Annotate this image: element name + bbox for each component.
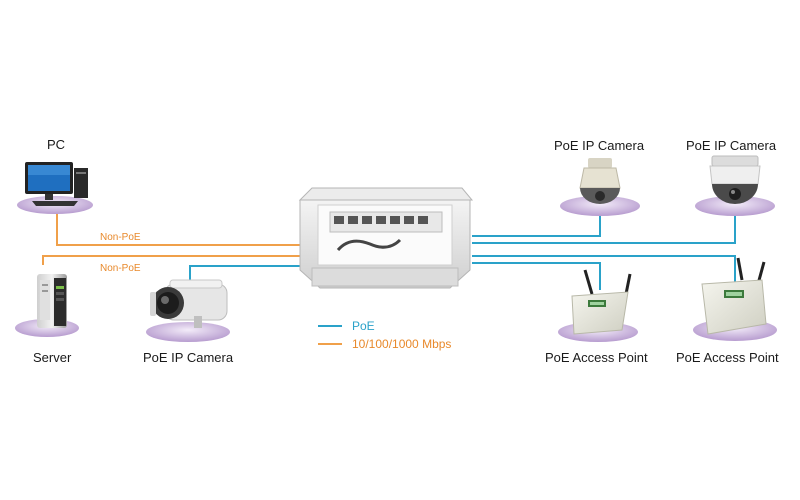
camera-left-label: PoE IP Camera: [143, 350, 234, 365]
access-point-icon: [571, 269, 632, 335]
camera-left-node: PoE IP Camera: [143, 279, 234, 365]
speed-dome-camera-icon: [709, 155, 761, 204]
pc-node: PC: [17, 137, 93, 214]
poe-switch-enclosure-icon: [298, 187, 474, 289]
ap-mid-node: PoE Access Point: [545, 269, 648, 365]
link-server-switch: [42, 255, 300, 265]
link-switch-ap-right: [472, 255, 736, 288]
desktop-pc-icon: [25, 162, 88, 206]
link-switch-camera-mid: [472, 212, 601, 237]
link-switch-ap-mid: [472, 262, 601, 290]
camera-top-mid-platform: [560, 196, 640, 216]
ap-right-label: PoE Access Point: [676, 350, 779, 365]
camera-top-right-label: PoE IP Camera: [686, 138, 777, 153]
bullet-camera-icon: [150, 279, 228, 328]
switch-node: [298, 187, 474, 289]
camera-left-platform: [146, 322, 230, 342]
legend-ethernet-label: 10/100/1000 Mbps: [352, 337, 451, 351]
server-link-label: Non-PoE: [100, 263, 141, 274]
camera-top-right-node: PoE IP Camera: [686, 138, 777, 216]
access-point-icon: [701, 257, 767, 335]
legend: PoE 10/100/1000 Mbps: [318, 319, 451, 351]
server-tower-icon: [37, 274, 67, 328]
link-switch-camera-right: [472, 212, 736, 244]
pc-link-label: Non-PoE: [100, 232, 141, 243]
ap-right-node: PoE Access Point: [676, 257, 779, 365]
ap-mid-label: PoE Access Point: [545, 350, 648, 365]
legend-poe-label: PoE: [352, 319, 375, 333]
link-pc-switch: [56, 210, 300, 246]
camera-top-mid-label: PoE IP Camera: [554, 138, 645, 153]
dome-camera-icon: [579, 158, 621, 204]
pc-label: PC: [47, 137, 65, 152]
server-node: Server: [15, 274, 79, 365]
server-label: Server: [33, 350, 72, 365]
camera-top-right-platform: [695, 196, 775, 216]
camera-top-mid-node: PoE IP Camera: [554, 138, 645, 216]
